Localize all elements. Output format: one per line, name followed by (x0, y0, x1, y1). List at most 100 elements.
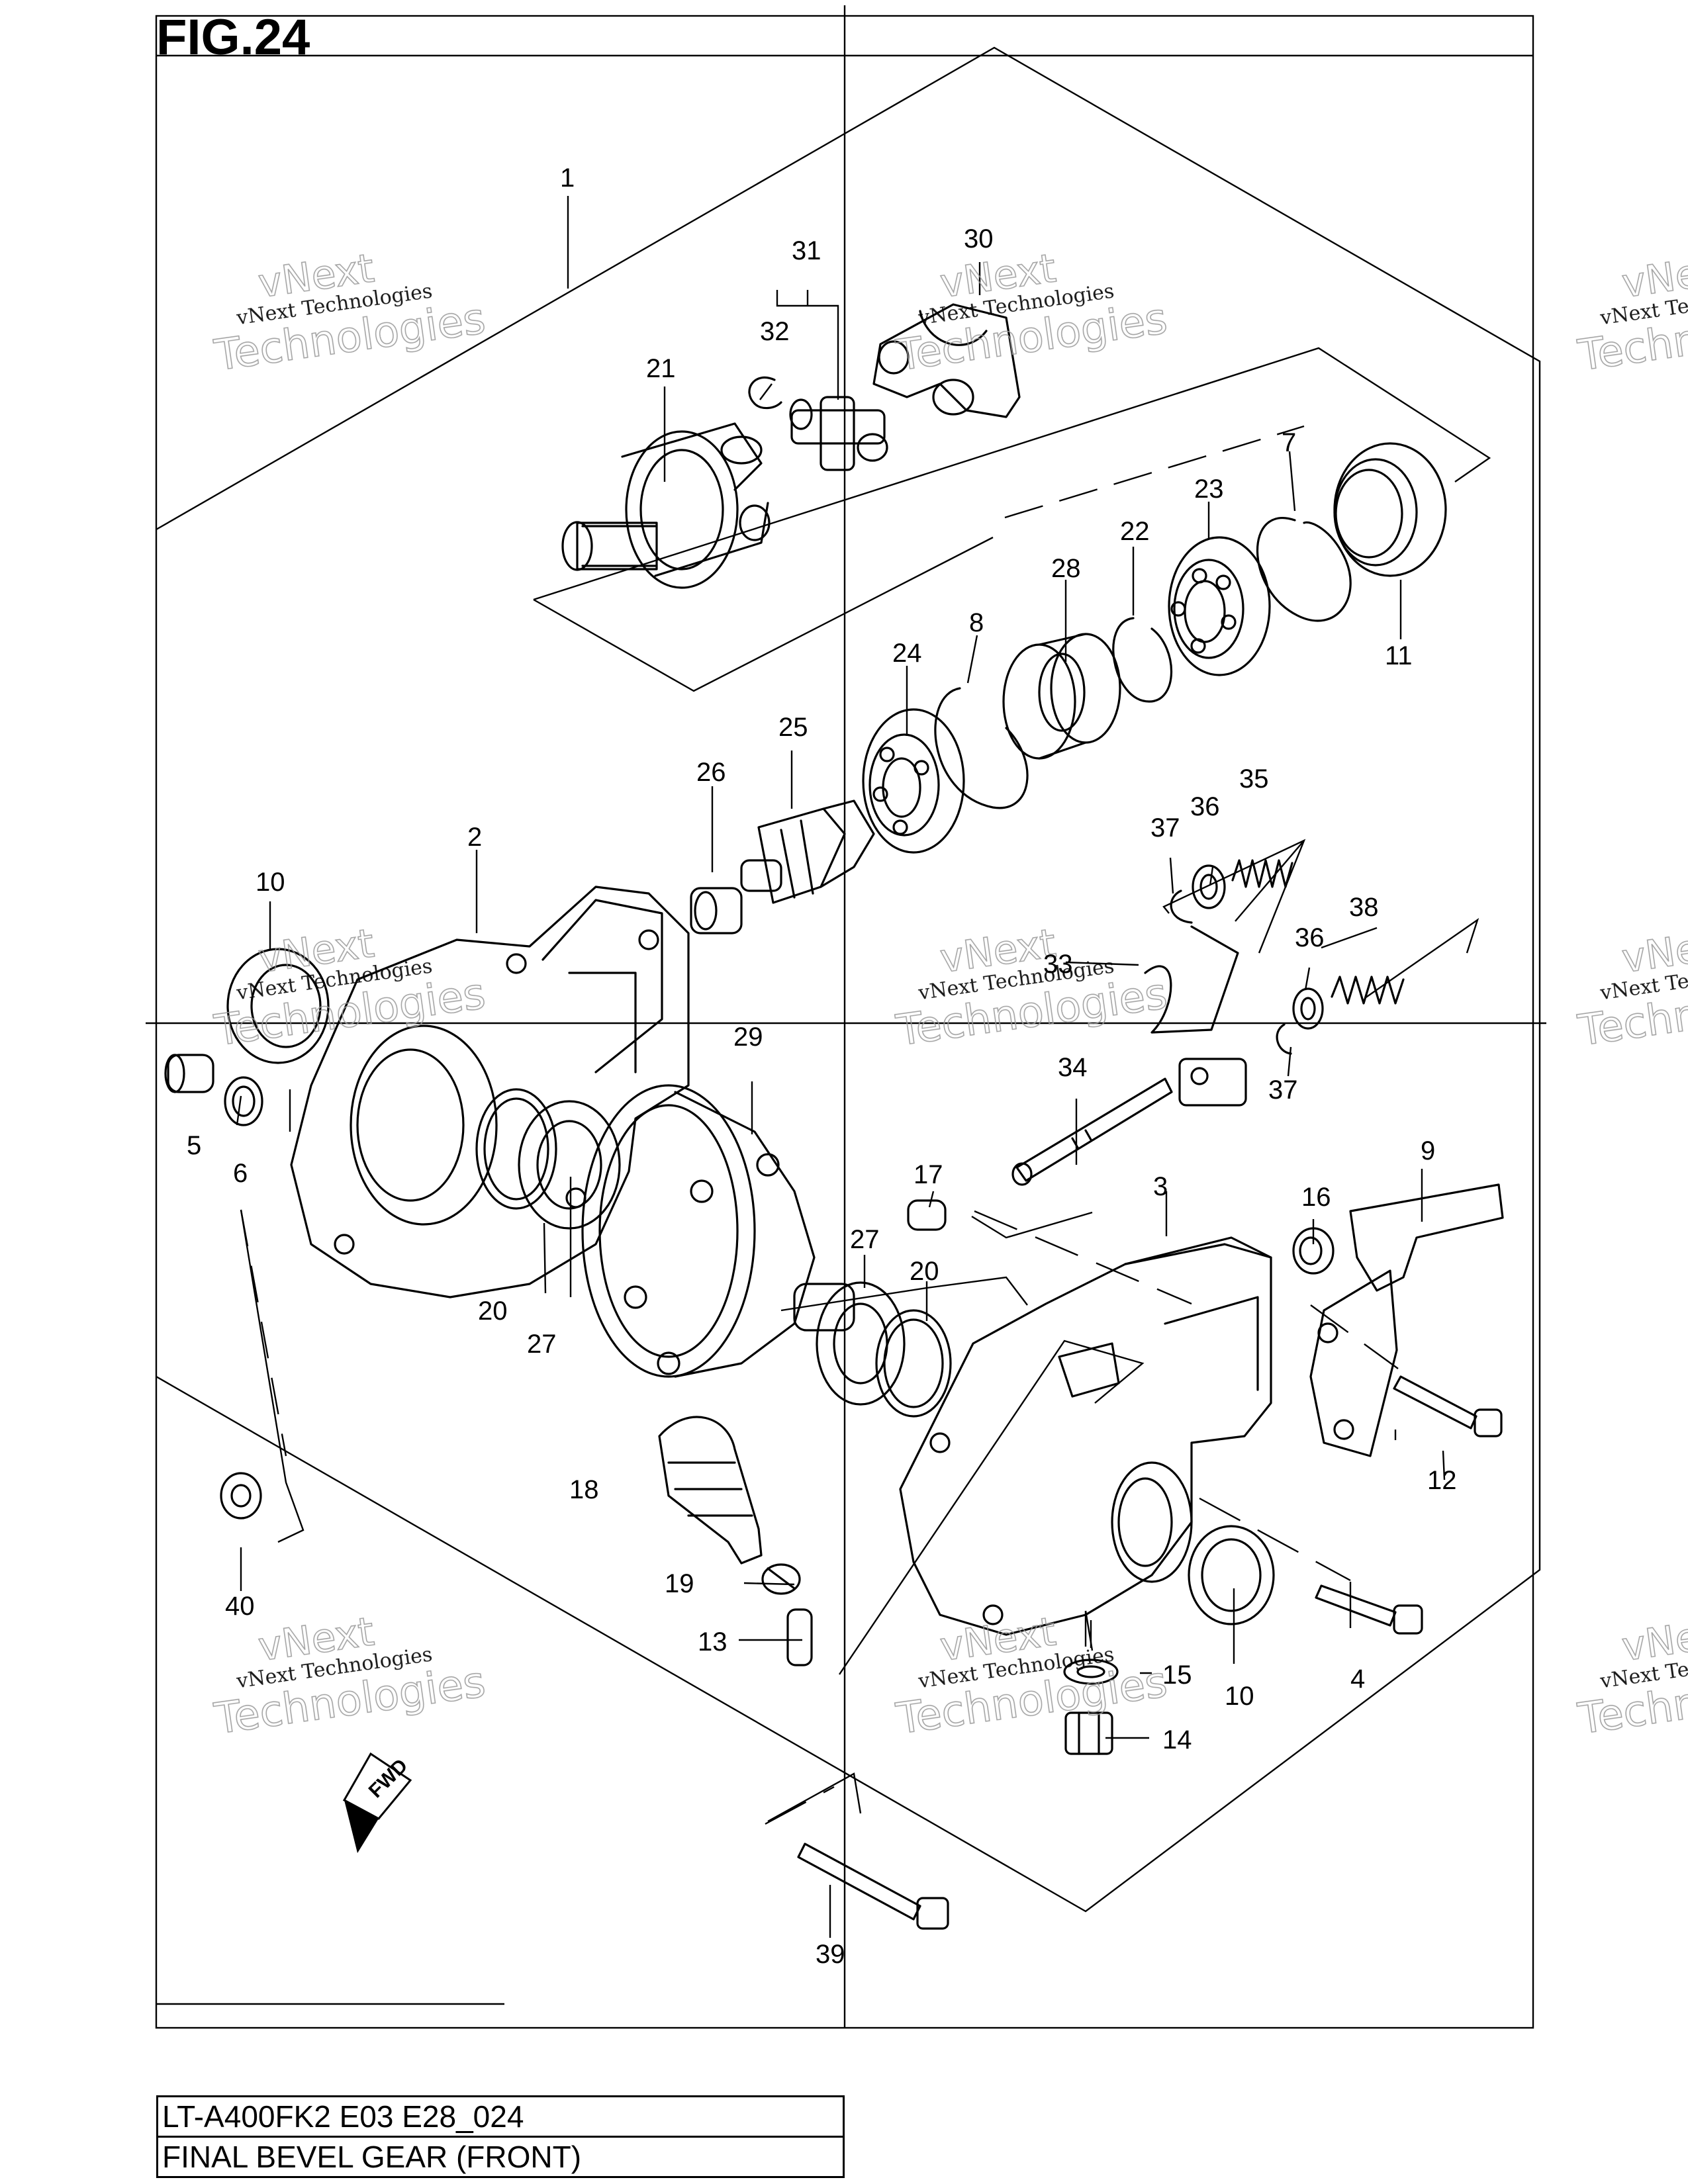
watermark: vNext vNext Technologies Technologies (892, 1608, 1170, 1745)
callout-15: 15 (1162, 1661, 1192, 1690)
callout-26: 26 (696, 758, 726, 787)
callout-37-lower: 37 (1268, 1075, 1298, 1105)
callout-labels: 1 31 30 32 21 7 23 22 28 8 11 24 25 26 3… (187, 163, 1457, 1969)
watermark: vNext vNext Technologies Technologies (1574, 245, 1688, 382)
callout-5: 5 (187, 1131, 201, 1160)
bracket-bolt-part (1393, 1375, 1503, 1437)
assembly-outline (156, 46, 1541, 1913)
companion-flange-part (561, 422, 771, 589)
breather-union-part (786, 1608, 813, 1666)
lower-spring-part (1331, 976, 1405, 1005)
diagram-frame (146, 5, 1546, 2029)
callout-8: 8 (969, 608, 984, 637)
bracket-part (1309, 1183, 1504, 1457)
callout-13: 13 (698, 1627, 727, 1657)
snap-ring-part (1112, 617, 1173, 703)
plug-washer-part (224, 1076, 263, 1126)
filler-washer-part (1063, 1659, 1119, 1685)
forward-arrow-icon: FWD (342, 1752, 412, 1853)
small-circlip-part (748, 376, 782, 410)
right-oil-seal-part (1188, 1525, 1275, 1625)
yoke-part (872, 303, 1021, 418)
shift-fork-part (1144, 925, 1247, 1107)
cylinder-pin-part (907, 1199, 947, 1231)
mounting-bolt-part (797, 1843, 949, 1930)
callout-25: 25 (778, 713, 808, 742)
callout-29: 29 (733, 1023, 763, 1052)
case-bolt-part (1315, 1584, 1423, 1635)
upper-circlip-part (1170, 889, 1193, 924)
shift-shaft-part (1011, 1077, 1173, 1186)
watermark: vNext vNext Technologies Technologies (892, 245, 1170, 382)
leader-lines (236, 196, 1479, 1938)
callout-9: 9 (1421, 1136, 1435, 1165)
callout-2: 2 (467, 823, 482, 852)
universal-joint-spider-part (789, 396, 888, 471)
large-circlip-part (1256, 517, 1352, 622)
callout-10-right: 10 (1225, 1682, 1254, 1711)
watermark: vNext vNext Technologies Technologies (892, 920, 1170, 1057)
caption-model: LT-A400FK2 E03 E28_024 (156, 2095, 845, 2138)
callout-14: 14 (1162, 1725, 1192, 1754)
flange-nut-part (220, 1472, 262, 1520)
breather-boot-part (658, 1416, 763, 1565)
callout-21: 21 (646, 354, 676, 383)
hose-clip-part (761, 1563, 801, 1595)
left-oil-seal-part (226, 948, 330, 1064)
callout-40: 40 (225, 1592, 255, 1621)
callout-38: 38 (1349, 893, 1379, 922)
callout-10-left: 10 (256, 868, 285, 897)
callout-36-lower: 36 (1295, 923, 1325, 952)
callout-7: 7 (1282, 428, 1296, 457)
callout-22: 22 (1120, 517, 1150, 546)
callout-31: 31 (792, 236, 821, 265)
upper-washer-part (1192, 864, 1226, 909)
pinion-bearing-part (862, 708, 965, 854)
right-shim-part (875, 1309, 952, 1418)
callout-6: 6 (233, 1159, 248, 1188)
callout-35: 35 (1239, 764, 1269, 794)
callout-20-left: 20 (478, 1297, 508, 1326)
callout-19: 19 (665, 1569, 694, 1598)
drain-plug-part (164, 1054, 214, 1093)
callout-11: 11 (1385, 641, 1413, 670)
callout-4: 4 (1350, 1664, 1365, 1694)
caption-name: FINAL BEVEL GEAR (FRONT) (156, 2136, 845, 2178)
figure-title: FIG.24 (156, 9, 310, 66)
callout-33: 33 (1043, 950, 1073, 979)
watermark: vNext vNext Technologies Technologies (211, 245, 489, 382)
lower-washer-part (1292, 987, 1324, 1030)
differential-assembly-part (581, 1084, 855, 1378)
callout-3: 3 (1153, 1172, 1168, 1201)
watermark: vNext vNext Technologies Technologies (1574, 920, 1688, 1057)
callout-30: 30 (964, 224, 994, 253)
callout-16: 16 (1301, 1183, 1331, 1212)
bearing-sleeve-part (1002, 633, 1121, 760)
left-differential-bearing-part (518, 1100, 621, 1230)
callout-37-upper: 37 (1150, 813, 1180, 842)
callout-28: 28 (1051, 554, 1081, 583)
pinion-circlip-part (934, 687, 1029, 809)
callout-12: 12 (1427, 1466, 1457, 1495)
watermark: vNext vNext Technologies Technologies (1574, 1608, 1688, 1745)
dashed-guides (765, 1210, 1399, 1825)
callout-24: 24 (892, 639, 922, 668)
gear-housing-part (290, 886, 690, 1298)
lower-circlip-part (1276, 1023, 1292, 1055)
filler-bolt-part (1064, 1711, 1113, 1755)
callout-1: 1 (560, 163, 575, 193)
watermark: vNext vNext Technologies Technologies (211, 920, 489, 1057)
needle-bearing-part (690, 887, 743, 934)
callout-39: 39 (816, 1940, 845, 1969)
callout-17: 17 (914, 1160, 943, 1189)
drive-pinion-part (740, 799, 875, 904)
right-differential-bearing-part (816, 1281, 906, 1406)
differential-case-part (899, 1236, 1272, 1636)
callout-27-right: 27 (850, 1225, 880, 1254)
callout-27-left: 27 (527, 1330, 557, 1359)
left-shim-part (475, 1088, 557, 1210)
callout-18: 18 (569, 1475, 599, 1504)
upper-spring-part (1231, 859, 1293, 888)
callout-20-right: 20 (910, 1257, 939, 1286)
cap-part (1292, 1227, 1335, 1275)
